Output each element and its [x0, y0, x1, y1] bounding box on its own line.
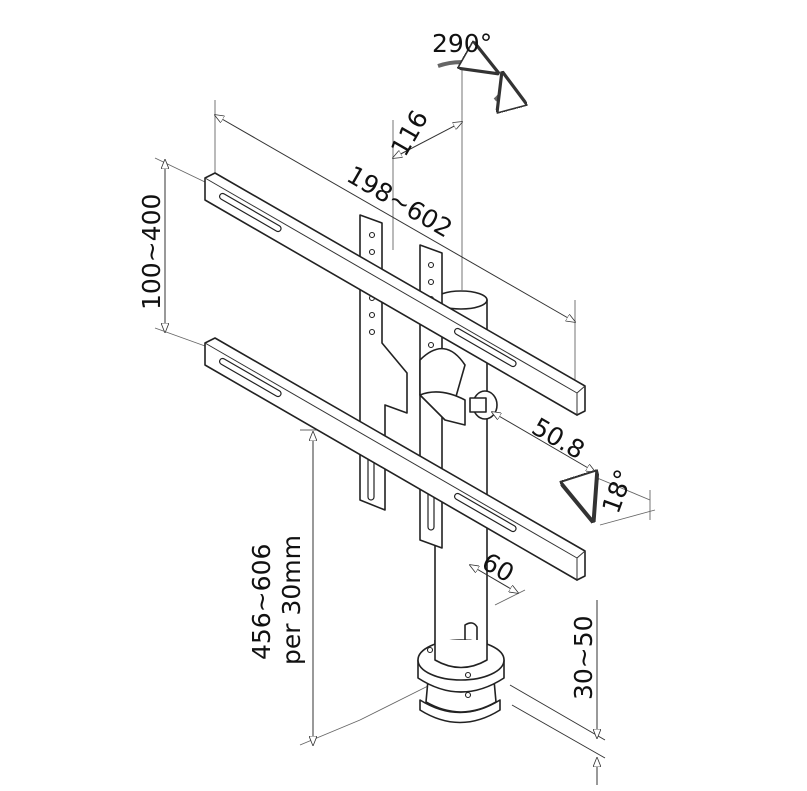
vesa-height-label: 100~400: [137, 194, 166, 310]
tilt-label: 18°: [596, 465, 638, 517]
lower-bar: [204, 337, 586, 581]
height-range-label: 456~606: [247, 544, 276, 660]
height-step-label: per 30mm: [277, 535, 306, 665]
rotation-arrow-icon: [437, 62, 504, 100]
desk-clamp: [417, 639, 505, 724]
desk-surface: [509, 684, 606, 759]
depth-label: 50.8: [527, 412, 590, 465]
rotation-label: 290°: [432, 29, 492, 58]
desk-thickness-label: 30~50: [569, 615, 598, 700]
offset-label: 116: [385, 105, 434, 161]
tilt-arrow-icon: [589, 478, 597, 518]
tilt-head: [419, 347, 498, 426]
dimension-lines: [165, 115, 597, 785]
